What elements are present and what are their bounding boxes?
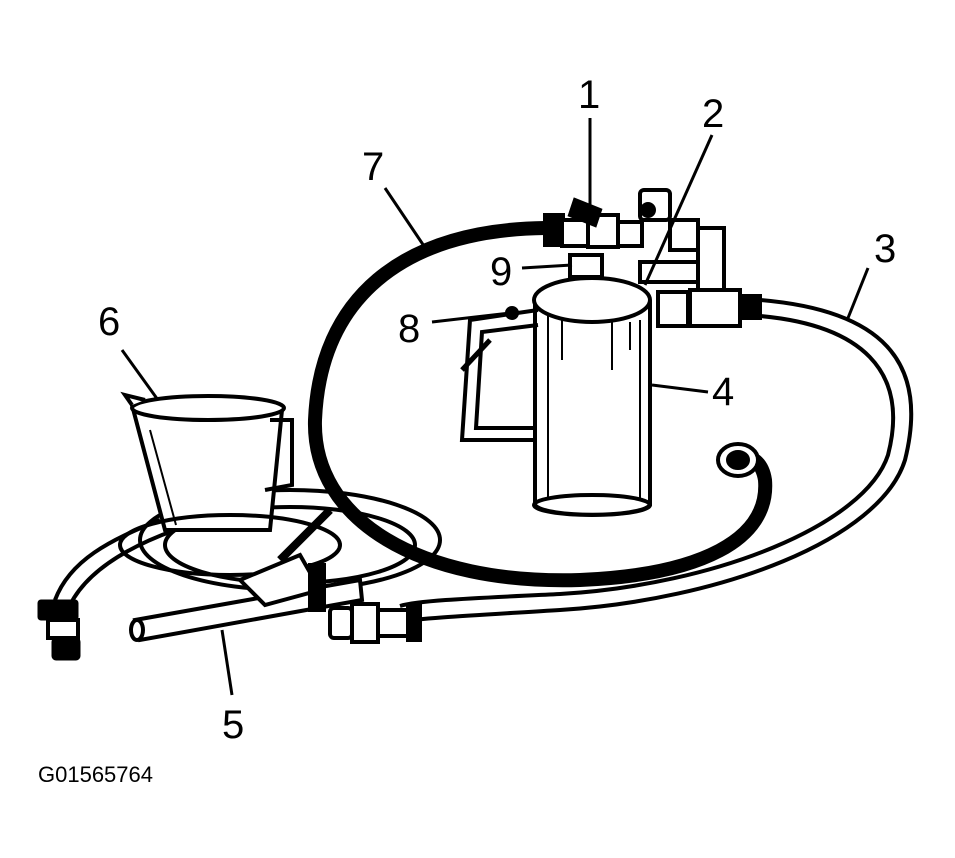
- canister-handle: [459, 306, 539, 442]
- light-hose-front-fitting: [328, 602, 422, 644]
- left-hose-fitting: [37, 599, 81, 661]
- leader-lines: [120, 118, 870, 696]
- leader-line-9: [521, 263, 573, 270]
- leader-line-2: [643, 134, 714, 286]
- callout-9: 9: [490, 250, 512, 294]
- leader-line-8: [431, 311, 511, 324]
- black-hose: [307, 221, 773, 588]
- leader-line-7: [383, 187, 430, 253]
- leader-line-6: [120, 349, 160, 401]
- figure-id-label: G01565764: [38, 762, 153, 787]
- leader-line-5: [220, 629, 234, 696]
- callout-7: 7: [362, 145, 384, 189]
- callout-4: 4: [712, 370, 734, 414]
- light-hose: [399, 298, 914, 624]
- callout-labels: 1 2 3 4 5 6 7 8 9: [98, 73, 896, 747]
- pipe-with-clamp: [129, 507, 365, 643]
- callout-2: 2: [702, 92, 724, 136]
- callout-8: 8: [398, 307, 420, 351]
- leader-line-3: [846, 267, 870, 319]
- measuring-jug: [120, 391, 294, 532]
- leader-line-4: [651, 383, 709, 394]
- black-hose-end-fitting: [716, 442, 760, 478]
- callout-5: 5: [222, 703, 244, 747]
- callout-1: 1: [578, 73, 600, 117]
- top-valve-assembly: [543, 188, 762, 328]
- callout-3: 3: [874, 227, 896, 271]
- canister-tank: [532, 276, 652, 517]
- callout-6: 6: [98, 300, 120, 344]
- drain-tray: [118, 513, 342, 577]
